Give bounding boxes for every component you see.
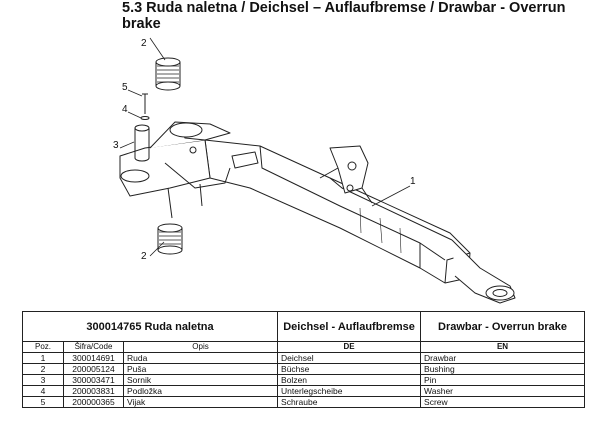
pin [134,124,150,162]
row-en: Drawbar [420,352,586,364]
row-code: 300003471 [63,374,124,386]
row-de: Unterlegscheibe [277,385,422,397]
row-opis: Puša [122,363,279,375]
row-code: 300014691 [63,352,124,364]
row-de: Deichsel [277,352,422,364]
bushing-bottom [157,223,183,255]
col-opis: Opis [122,341,279,353]
row-en: Screw [420,396,586,408]
callout-2-bottom: 2 [141,251,147,262]
page-heading: 5.3 Ruda naletna / Deichsel – Auflaufbre… [122,0,566,32]
parts-table: 300014765 Ruda naletna Deichsel - Auflau… [21,311,586,408]
front-eye [169,122,203,138]
callout-2-top: 2 [141,38,147,49]
bushing-top [155,57,181,91]
callout-3: 3 [113,140,119,151]
table-row: 4 200003831 Podložka Unterlegscheibe Was… [22,385,586,397]
row-poz: 5 [22,396,64,408]
coupling-eye [485,285,515,301]
table-subheader-row: Poz. Šifra/Code Opis DE EN [22,341,586,353]
row-poz: 3 [22,374,64,386]
drawbar-beam [204,139,471,284]
row-poz: 1 [22,352,64,364]
table-row: 3 300003471 Sornik Bolzen Pin [22,374,586,386]
row-en: Bushing [420,363,586,375]
callout-4: 4 [122,104,128,115]
col-de: DE [277,341,422,353]
col-poz: Poz. [22,341,64,353]
row-opis: Vijak [122,396,279,408]
row-en: Pin [420,374,586,386]
assembly-code-title: 300014765 Ruda naletna [21,311,279,342]
callout-1: 1 [410,176,416,187]
row-code: 200000365 [63,396,124,408]
row-en: Washer [420,385,586,397]
row-opis: Ruda [122,352,279,364]
washer [140,116,150,120]
row-de: Bolzen [277,374,422,386]
de-title: Deichsel - Auflaufbremse [277,311,422,342]
drawbar-diagram: 2 5 4 3 1 2 [113,37,516,304]
col-en: EN [420,341,586,353]
row-code: 200005124 [63,363,124,375]
row-code: 200003831 [63,385,124,397]
en-title: Drawbar - Overrun brake [420,311,586,342]
screw [142,93,148,114]
table-row: 5 200000365 Vijak Schraube Screw [22,396,586,408]
row-poz: 2 [22,363,64,375]
row-poz: 4 [22,385,64,397]
table-header-row: 300014765 Ruda naletna Deichsel - Auflau… [21,311,586,342]
col-code: Šifra/Code [63,341,124,353]
row-opis: Podložka [122,385,279,397]
table-row: 1 300014691 Ruda Deichsel Drawbar [22,352,586,364]
row-de: Schraube [277,396,422,408]
callout-5: 5 [122,82,128,93]
row-opis: Sornik [122,374,279,386]
row-de: Büchse [277,363,422,375]
table-row: 2 200005124 Puša Büchse Bushing [22,363,586,375]
